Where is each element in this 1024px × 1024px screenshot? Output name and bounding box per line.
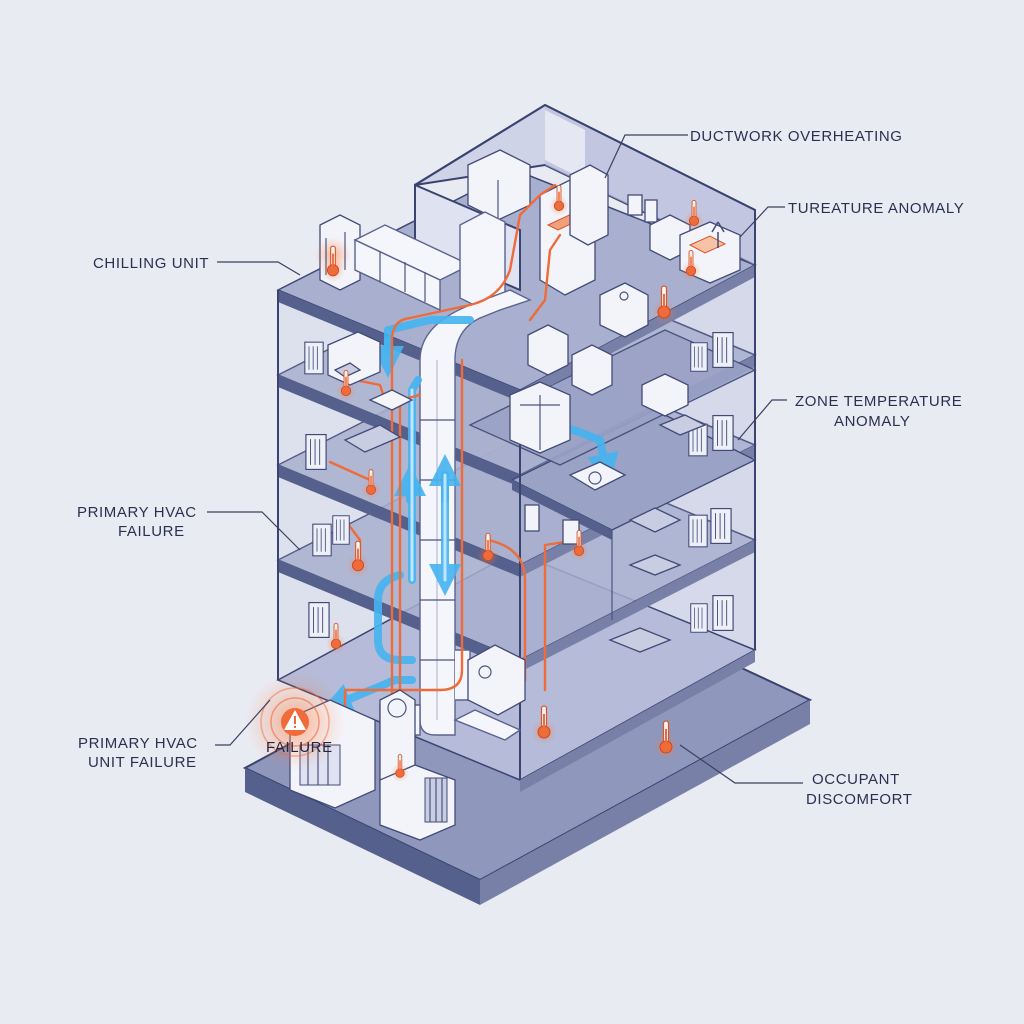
- floor-equipment-right: [509, 324, 734, 653]
- label-unit-primary-hvac: PRIMARY HVAC: [78, 735, 198, 752]
- floor-equipment-left: [304, 331, 414, 639]
- label-unit-failure: UNIT FAILURE: [88, 754, 197, 771]
- cool-airflow-paths: [320, 316, 619, 714]
- building-edges: [277, 265, 756, 780]
- label-primary-hvac: PRIMARY HVAC: [77, 504, 197, 521]
- label-primary-failure: FAILURE: [118, 523, 185, 540]
- callout-leaders: [207, 134, 803, 784]
- callout-labels: DUCTWORK OVERHEATING TUREATURE ANOMALY C…: [77, 128, 964, 808]
- label-chilling-unit: CHILLING UNIT: [93, 255, 209, 272]
- label-occupant: OCCUPANT: [812, 771, 900, 788]
- label-ductwork-overheating: DUCTWORK OVERHEATING: [690, 128, 903, 145]
- label-discomfort: DISCOMFORT: [806, 791, 913, 808]
- label-zone-temperature: ZONE TEMPERATURE: [795, 393, 962, 410]
- label-zone-anomaly: ANOMALY: [834, 413, 910, 430]
- roof-ductwork: [353, 211, 506, 312]
- label-failure-tag: FAILURE: [266, 739, 333, 756]
- failure-warning: [245, 672, 345, 772]
- label-temperature-anomaly: TUREATURE ANOMALY: [788, 200, 964, 217]
- warning-icon: [284, 710, 306, 730]
